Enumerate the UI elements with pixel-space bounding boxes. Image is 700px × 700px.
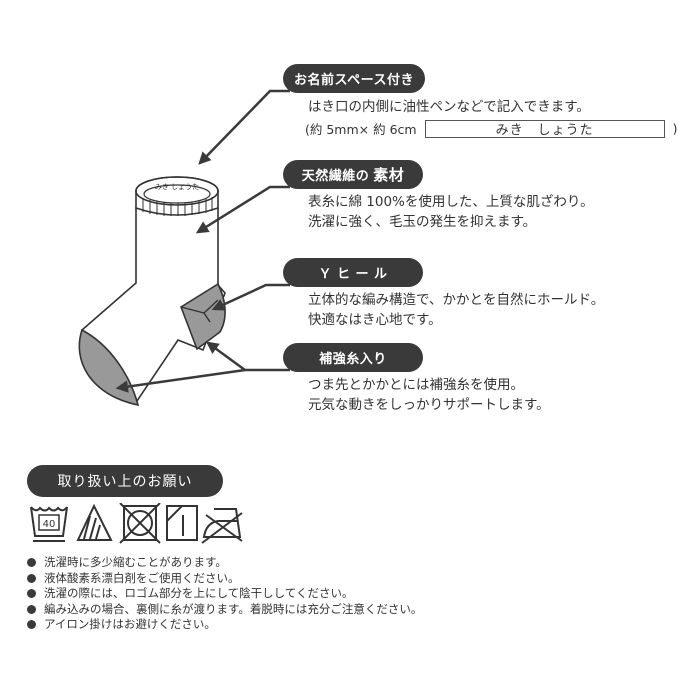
pill-label: 天然繊維の: [301, 169, 370, 184]
name-sample-box: みき しょうた: [424, 119, 665, 138]
feature-pill-reinforced-thread: 補強糸入り: [283, 343, 423, 372]
care-notes-list: 洗濯時に多少縮むことがあります。 液体酸素系漂白剤をご使用ください。 洗濯の際に…: [27, 555, 422, 633]
desc-line: 快適なはき心地です。: [308, 312, 442, 328]
feature-desc-natural-fiber: 表糸に綿 100%を使用した、上質な肌ざわり。 洗濯に強く、毛玉の発生を抑えます…: [308, 192, 594, 232]
pill-label: Ｙ ヒ ー ル: [318, 267, 388, 282]
cuff-name-text: みき しょうた: [155, 183, 199, 191]
sock-cuff: みき しょうた: [135, 176, 219, 216]
leader-arrows: [115, 89, 290, 393]
care-note-text: アイロン掛けはお避けください。: [44, 617, 216, 631]
bullet-icon: [27, 620, 36, 630]
pill-label: お名前スペース付き: [294, 73, 414, 88]
no-tumble-dry-icon: [119, 503, 161, 544]
feature-pill-y-heel: Ｙ ヒ ー ル: [283, 258, 423, 287]
sock-outline: [80, 207, 226, 406]
care-instructions-title: 取り扱い上のお願い: [27, 465, 223, 497]
no-iron-icon: [201, 508, 243, 544]
feature-pill-name-space: お名前スペース付き: [283, 64, 425, 93]
wash-40-icon: 40: [30, 506, 68, 542]
desc-line: つま先とかかとには補強糸を使用。: [308, 377, 524, 393]
size-note-prefix: (約 5mm× 約 6cm: [305, 122, 417, 137]
care-note-text: 編み込みの場合、裏側に糸が渡ります。着脱時には充分ご注意ください。: [44, 601, 423, 616]
sock-illustration: みき しょうた: [78, 89, 290, 407]
feature-desc-reinforced-thread: つま先とかかとには補強糸を使用。 元気な動きをしっかりサポートします。: [308, 375, 550, 415]
pill-label: 補強糸入り: [319, 352, 387, 367]
care-note-text: 洗濯時に多少縮むことがあります。: [44, 555, 227, 569]
care-note: 洗濯時に多少縮むことがあります。: [27, 555, 422, 571]
care-note: アイロン掛けはお避けください。: [27, 617, 422, 633]
bleach-ok-icon: [76, 503, 113, 541]
svg-text:40: 40: [43, 519, 56, 530]
care-note-text: 液体酸素系漂白剤をご使用ください。: [44, 570, 240, 585]
feature-desc-y-heel: 立体的な編み構造で、かかとを自然にホールド。 快適なはき心地です。: [308, 290, 604, 330]
bullet-icon: [27, 589, 36, 599]
desc-line: 立体的な編み構造で、かかとを自然にホールド。: [308, 292, 605, 308]
care-title-text: 取り扱い上のお願い: [57, 474, 193, 490]
feature-pill-natural-fiber: 天然繊維の 素材: [283, 160, 423, 189]
bullet-icon: [27, 573, 36, 583]
care-note: 液体酸素系漂白剤をご使用ください。: [27, 571, 422, 587]
pill-label-emphasis: 素材: [373, 166, 405, 184]
desc-line: はき口の内側に油性ペンなどで記入できます。: [308, 99, 590, 115]
feature-desc-name-space: はき口の内側に油性ペンなどで記入できます。: [308, 97, 590, 117]
desc-line: 洗濯に強く、毛玉の発生を抑えます。: [308, 214, 537, 230]
care-note: 洗濯の際には、ロゴム部分を上にして陰干ししてください。: [27, 586, 422, 602]
desc-line: 元気な動きをしっかりサポートします。: [308, 397, 550, 413]
size-note-suffix: ): [672, 121, 678, 136]
bullet-icon: [27, 604, 36, 614]
name-size-note: (約 5mm× 約 6cm みき しょうた ): [305, 119, 677, 138]
care-icons-row: 40: [30, 503, 243, 544]
bullet-icon: [27, 558, 36, 568]
name-sample-text: みき しょうた: [495, 123, 594, 138]
care-note-text: 洗濯の際には、ロゴム部分を上にして陰干ししてください。: [44, 586, 354, 600]
desc-line: 表糸に綿 100%を使用した、上質な肌ざわり。: [308, 194, 594, 210]
dry-in-shade-icon: [166, 505, 198, 541]
care-note: 編み込みの場合、裏側に糸が渡ります。着脱時には充分ご注意ください。: [27, 602, 422, 618]
